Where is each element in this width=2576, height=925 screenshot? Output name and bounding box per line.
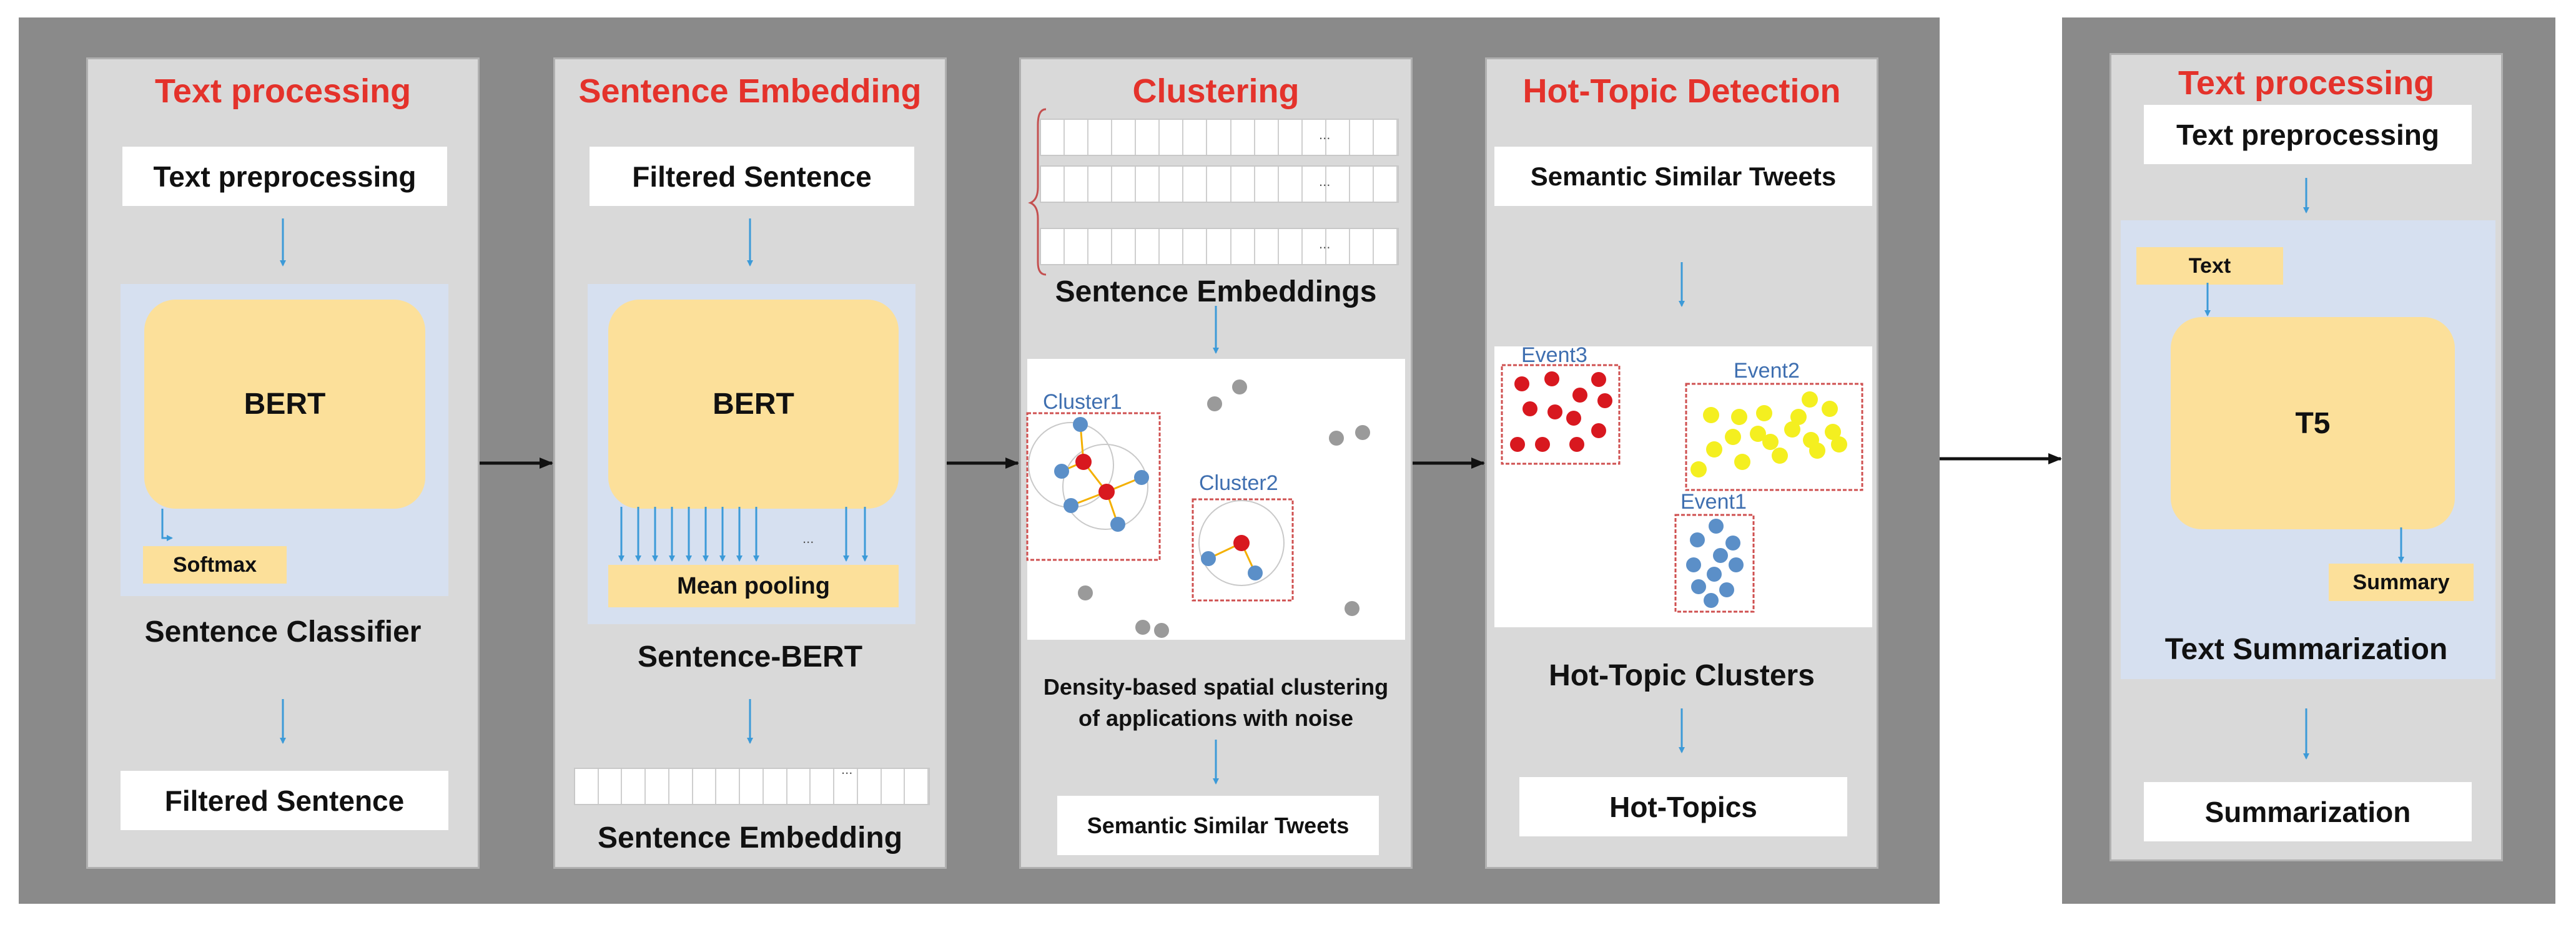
- bert-model-block: BERT: [144, 300, 425, 509]
- embedding-ellipsis: ...: [841, 761, 853, 777]
- cluster-points: [1054, 417, 1263, 580]
- embeddings-row1-ellipsis: ...: [1319, 127, 1331, 142]
- panel-title: Text processing: [154, 72, 412, 110]
- sentence-embeddings-label: Sentence Embeddings: [1055, 275, 1377, 308]
- embedding-row-1: [1040, 119, 1399, 156]
- hot-topics-box: Hot-Topics: [1519, 777, 1847, 836]
- text-preprocessing-box: Text preprocessing: [2144, 105, 2472, 164]
- pooling-ellipsis: ...: [802, 531, 814, 546]
- mean-pooling-layer: Mean pooling: [608, 565, 899, 607]
- dbscan-label-line2: of applications with noise: [1078, 705, 1354, 731]
- text-summarization-label: Text Summarization: [2164, 633, 2448, 666]
- bert-model-block: BERT: [608, 300, 899, 509]
- summary-output-tag: Summary: [2329, 564, 2474, 601]
- cluster1-label: Cluster1: [1043, 390, 1122, 414]
- sentence-bert-label: Sentence-BERT: [637, 640, 863, 673]
- hot-topic-clusters-label: Hot-Topic Clusters: [1549, 659, 1815, 692]
- semantic-similar-tweets-input-box: Semantic Similar Tweets: [1494, 147, 1872, 206]
- filtered-sentence-input-box: Filtered Sentence: [590, 147, 914, 206]
- softmax-layer: Softmax: [143, 546, 287, 584]
- dbscan-label-line1: Density-based spatial clustering: [1043, 674, 1389, 700]
- panel-text-processing: Text processing Text preprocessing BERT …: [86, 57, 480, 869]
- noise-points: [1078, 379, 1370, 638]
- event3-points: [1510, 371, 1612, 452]
- embedding-row-2: [1040, 165, 1399, 203]
- summarization-box: Summarization: [2144, 782, 2472, 841]
- text-preprocessing-box: Text preprocessing: [122, 147, 447, 206]
- panel-title: Hot-Topic Detection: [1522, 72, 1841, 110]
- event3-label: Event3: [1521, 343, 1587, 367]
- semantic-similar-tweets-box: Semantic Similar Tweets: [1057, 796, 1379, 855]
- sentence-embedding-vector: [574, 768, 930, 805]
- event1-points: [1686, 519, 1744, 608]
- embedding-row-3: [1040, 228, 1399, 265]
- sentence-embedding-label: Sentence Embedding: [597, 821, 903, 854]
- panel-title: Sentence Embedding: [578, 72, 922, 110]
- event2-label: Event2: [1734, 359, 1800, 383]
- embeddings-row2-ellipsis: ...: [1319, 174, 1331, 189]
- t5-model-block: T5: [2171, 317, 2455, 529]
- filtered-sentence-box: Filtered Sentence: [121, 771, 448, 830]
- text-input-tag: Text: [2136, 247, 2283, 285]
- event1-label: Event1: [1680, 490, 1747, 514]
- embeddings-row3-ellipsis: ...: [1319, 236, 1331, 252]
- cluster2-label: Cluster2: [1199, 471, 1278, 495]
- panel-title: Text processing: [2178, 64, 2435, 102]
- sentence-classifier-label: Sentence Classifier: [144, 615, 422, 648]
- event2-points: [1690, 391, 1847, 477]
- panel-title: Clustering: [1132, 72, 1300, 110]
